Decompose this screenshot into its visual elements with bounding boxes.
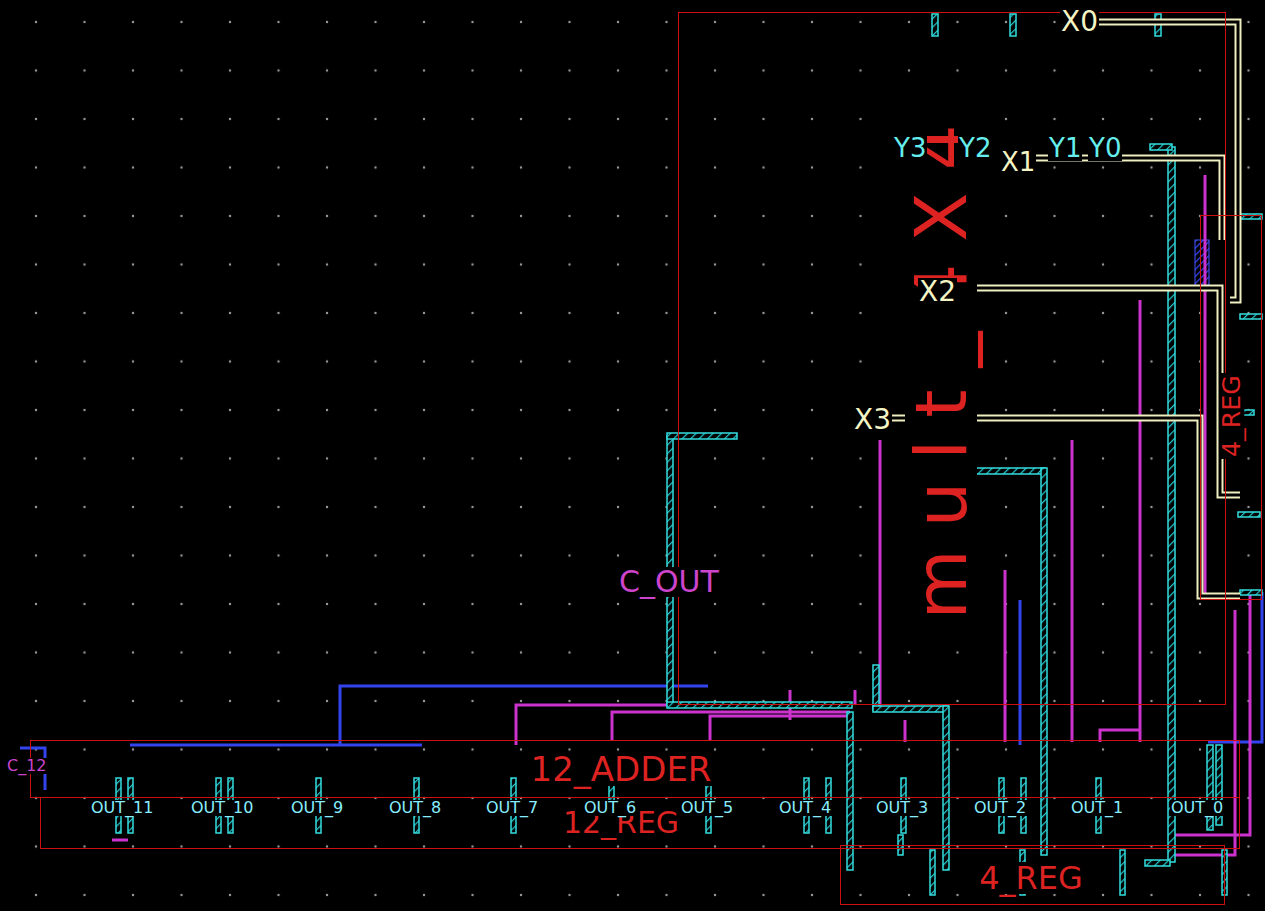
signal-label: Y0 <box>1088 135 1122 161</box>
metal2-wires <box>116 14 1262 895</box>
signal-label: OUT_4 <box>778 800 832 816</box>
signal-label: OUT_1 <box>1070 800 1124 816</box>
cell-name: 4_REG <box>1219 373 1244 459</box>
signal-label: Y1 <box>1048 135 1082 161</box>
metal2-wire <box>847 712 853 870</box>
poly-wire <box>1204 175 1207 600</box>
poly-wire <box>1071 440 1074 742</box>
cell-outline: 4_REG <box>840 845 1225 905</box>
signal-label: OUT_11 <box>90 800 154 816</box>
cell-outline: mult_4X4 <box>678 12 1226 705</box>
cell-name: mult_4X4 <box>905 101 977 622</box>
poly-wire <box>1139 300 1142 742</box>
via-block <box>1195 240 1209 290</box>
signal-label: OUT_8 <box>388 800 442 816</box>
cell-name: 12_ADDER <box>529 752 714 786</box>
metal2-wire <box>930 850 935 895</box>
metal1-wire <box>340 686 708 745</box>
signal-label: OUT_6 <box>583 800 637 816</box>
metal2-wire <box>1145 860 1170 866</box>
poly-wire <box>1170 590 1250 835</box>
signal-label: C_OUT <box>618 567 720 597</box>
signal-label: X3 <box>853 406 892 434</box>
metal2-wire <box>1150 144 1172 150</box>
poly-wires <box>112 175 1250 855</box>
metal2-wire <box>1120 850 1125 895</box>
metal2-wire <box>1207 745 1213 830</box>
poly-wire <box>1175 610 1235 855</box>
metal1-wires <box>20 592 1262 790</box>
poly-wire <box>710 716 850 740</box>
metal2-wire <box>873 665 879 710</box>
metal2-wire <box>667 702 852 708</box>
metal2-wire <box>1240 590 1262 595</box>
cell-outline: 12_ADDER <box>30 740 1240 798</box>
signal-label: OUT_5 <box>680 800 734 816</box>
signal-label: OUT_7 <box>485 800 539 816</box>
signal-label: X1 <box>1000 149 1036 175</box>
cell-name: 4_REG <box>977 862 1085 894</box>
signal-label: Y3 <box>893 135 927 161</box>
signal-label: OUT_10 <box>190 800 254 816</box>
input-wire <box>940 288 1240 495</box>
metal1-wire <box>130 744 422 747</box>
metal1-wire <box>1019 600 1022 745</box>
metal2-wire <box>1168 147 1175 862</box>
signal-label: OUT_3 <box>875 800 929 816</box>
signal-label: OUT_0 <box>1170 800 1224 816</box>
signal-label: X2 <box>918 278 957 306</box>
cell-outline: 4_REG <box>1200 215 1262 600</box>
signal-label: OUT_9 <box>290 800 344 816</box>
poly-wire <box>612 712 850 740</box>
poly-wire <box>904 720 907 742</box>
poly-wire <box>1004 570 1007 742</box>
metal2-wire <box>1010 14 1016 36</box>
signal-label: Y2 <box>958 135 992 161</box>
metal2-wire <box>932 14 938 36</box>
poly-wire <box>112 839 128 842</box>
poly-wire <box>854 690 857 705</box>
signal-label: C_12 <box>6 758 48 774</box>
poly-wire <box>516 705 850 745</box>
signal-label: X0 <box>1060 8 1099 36</box>
metal2-wire <box>1240 314 1262 319</box>
metal2-wire <box>873 706 948 712</box>
signal-label: OUT_2 <box>973 800 1027 816</box>
input-wire-core <box>940 288 1240 495</box>
metal2-wire <box>1238 512 1260 517</box>
